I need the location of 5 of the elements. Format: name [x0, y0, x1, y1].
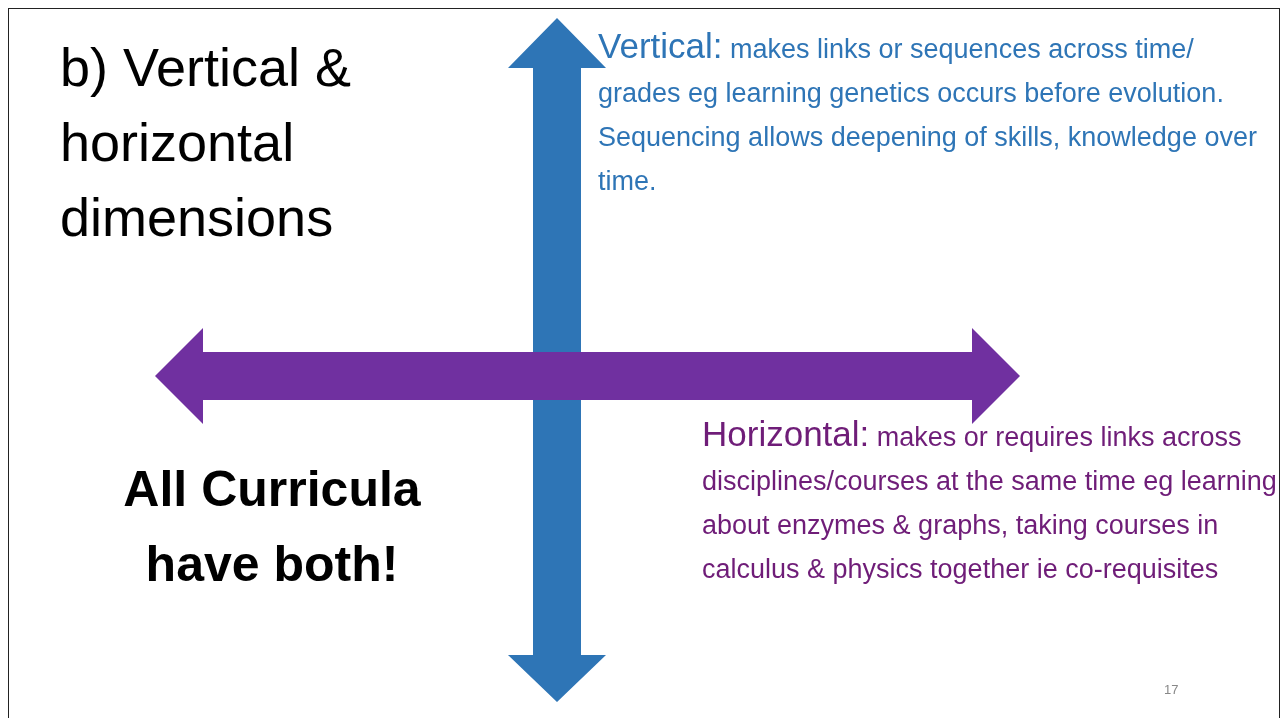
slide-title: b) Vertical & horizontal dimensions	[60, 36, 353, 249]
description-paragraph: Vertical: makes links or sequences across time/ grades eg learning genetics occurs before evolution. Sequencing allows deepening of skills, knowledge over time.	[598, 25, 1258, 198]
slide-number: 17	[1164, 682, 1179, 697]
emphasis-statement: All Curricula have both!	[122, 460, 422, 594]
description-paragraph: Horizontal: makes or requires links across disciplines/courses at the same time eg learning about enzymes & graphs, taking courses in calculus & physics together ie co-requisites	[702, 413, 1278, 586]
